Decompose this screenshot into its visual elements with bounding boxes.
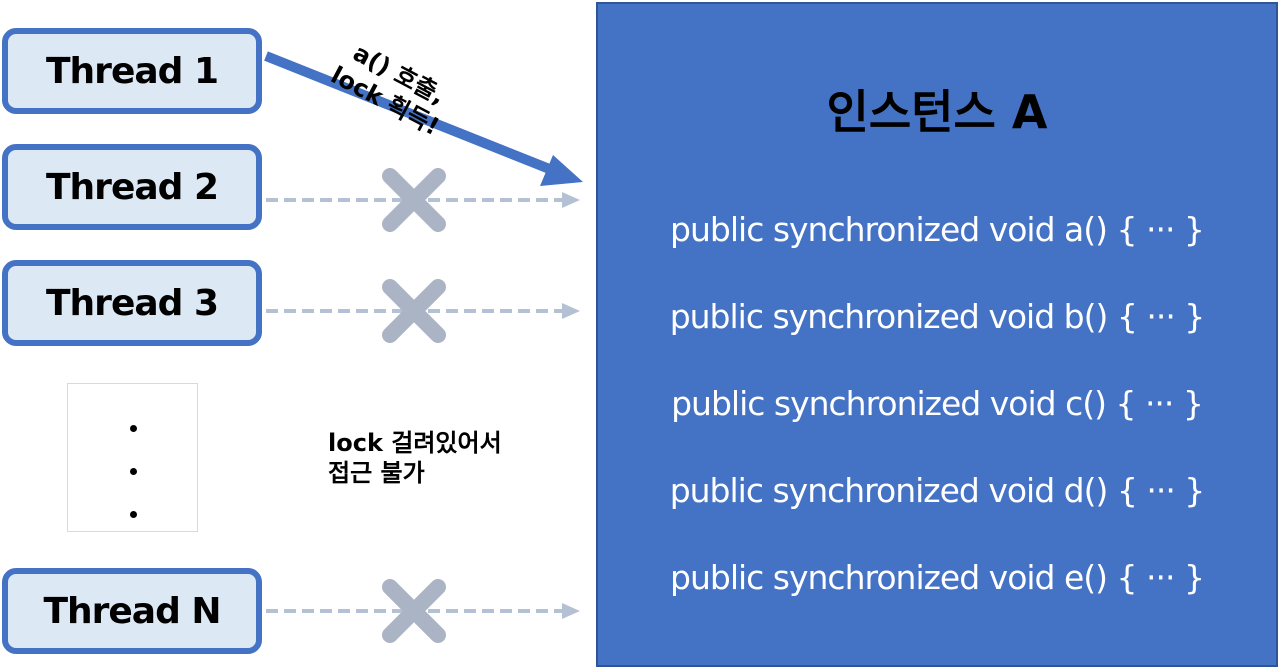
lock-blocked-label: lock 걸려있어서 접근 불가 <box>328 428 502 488</box>
block-x-icon <box>382 579 446 643</box>
instance-a-panel: 인스턴스 A public synchronized void a() { ··… <box>596 2 1278 667</box>
lock-blocked-line2: 접근 불가 <box>328 459 425 487</box>
more-threads-ellipsis <box>67 383 198 532</box>
block-x-icon <box>382 168 446 232</box>
method-c: public synchronized void c() { ··· } <box>671 384 1204 423</box>
thread-n-box: Thread N <box>2 568 262 654</box>
thread-1-box: Thread 1 <box>2 28 262 114</box>
thread-2-label: Thread 2 <box>46 166 219 208</box>
thread-n-label: Thread N <box>43 590 221 632</box>
block-x-icon <box>382 279 446 343</box>
arrows-layer <box>264 51 583 643</box>
ellipsis-dot <box>130 511 137 518</box>
thread-2-box: Thread 2 <box>2 144 262 230</box>
thread-1-label: Thread 1 <box>46 50 219 92</box>
instance-title: 인스턴스 A <box>826 85 1048 139</box>
thread-3-label: Thread 3 <box>46 282 219 324</box>
lock-blocked-line1: lock 걸려있어서 <box>328 429 502 457</box>
ellipsis-dot <box>130 425 137 432</box>
thread-3-box: Thread 3 <box>2 260 262 346</box>
method-e: public synchronized void e() { ··· } <box>670 558 1205 597</box>
ellipsis-dot <box>130 468 137 475</box>
lock-acquired-arrow <box>264 51 583 186</box>
method-b: public synchronized void b() { ··· } <box>669 297 1206 336</box>
method-d: public synchronized void d() { ··· } <box>669 471 1206 510</box>
method-a: public synchronized void a() { ··· } <box>670 210 1205 249</box>
